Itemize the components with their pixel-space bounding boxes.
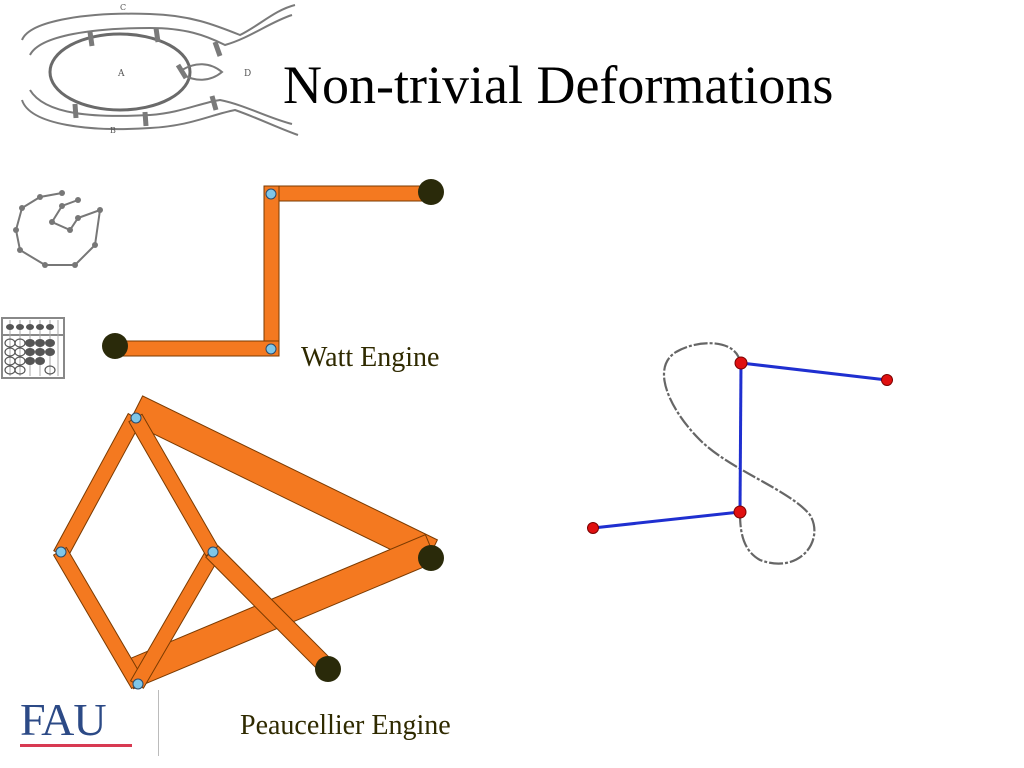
watt-end-node	[418, 179, 444, 205]
watt-bar-middle	[263, 185, 280, 357]
peau-joint	[55, 546, 67, 558]
peau-bar	[53, 412, 143, 560]
abacus-icon	[1, 317, 65, 379]
svg-text:B: B	[110, 126, 116, 135]
peau-joint	[130, 412, 142, 424]
peau-bar	[52, 546, 146, 690]
linkage-node	[734, 356, 748, 370]
watt-joint	[265, 188, 277, 200]
linkage-arm	[738, 362, 743, 513]
svg-text:C: C	[120, 3, 126, 12]
watt-joint	[265, 343, 277, 355]
peau-joint	[207, 546, 219, 558]
peau-end-node	[418, 545, 444, 571]
page-title: Non-trivial Deformations	[283, 55, 834, 115]
watt-engine-linkage	[102, 179, 444, 359]
logo-text: FAU	[20, 694, 107, 745]
svg-text:A: A	[117, 69, 125, 79]
svg-text:D: D	[244, 69, 251, 79]
peaucellier-engine-caption: Peaucellier Engine	[240, 710, 451, 741]
linkage-node	[587, 522, 599, 534]
linkage-arm	[592, 510, 741, 530]
watt-end-node	[102, 333, 128, 359]
watt-bar-bottom	[111, 340, 280, 357]
polygon-chain-icon	[13, 190, 103, 268]
figure-eight-linkage	[587, 342, 893, 565]
watt-bar-top	[263, 185, 433, 202]
peaucellier-engine-linkage	[52, 395, 444, 690]
peau-end-node	[315, 656, 341, 682]
konigsberg-bridges-sketch-icon: A D C B	[21, 3, 299, 136]
linkage-node	[881, 374, 893, 386]
peau-bar	[128, 395, 439, 567]
peau-joint	[132, 678, 144, 690]
logo-underline	[20, 744, 132, 747]
linkage-node	[733, 505, 747, 519]
logo-divider	[158, 690, 159, 756]
watt-engine-caption: Watt Engine	[301, 342, 440, 373]
figure-eight-curve	[663, 342, 816, 565]
linkage-arm	[740, 361, 888, 382]
